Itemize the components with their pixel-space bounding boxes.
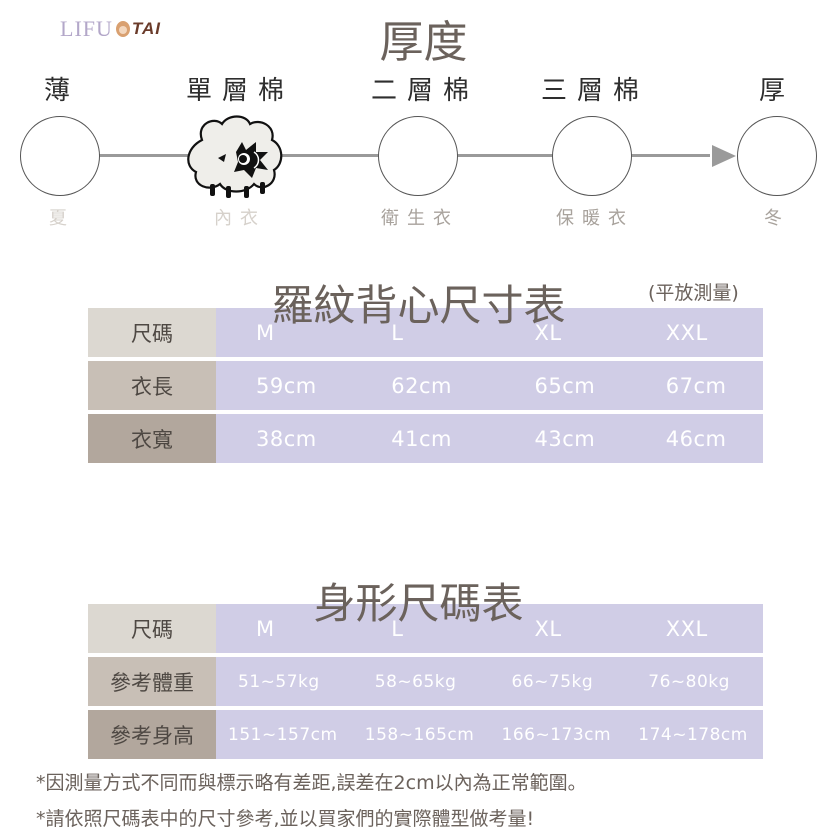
header-cell: XL [534,616,562,641]
row-label: 衣長 [88,361,216,410]
header-cell: L [391,320,404,345]
table-cell: 66~75kg [511,671,594,692]
table-header-row: 尺碼 M L XL XXL [88,308,763,357]
season-label-winter: 冬 [764,208,790,229]
scale-label-double-layer: 二層棉 [370,76,479,106]
table-cell: 174~178cm [638,724,748,745]
measure-flat-note: (平放測量) [648,282,739,304]
table-row: 參考身高 151~157cm 158~165cm 166~173cm 174~1… [88,710,763,759]
season-label-thermal-top: 衛生衣 [381,208,459,229]
table-cell: 158~165cm [364,724,475,745]
table-cell: 65cm [534,373,596,398]
header-label: 尺碼 [88,308,216,357]
table-cell: 58~65kg [374,671,457,692]
scale-label-single-layer: 單層棉 [185,76,294,106]
table-row: 衣寬 38cm 41cm 43cm 46cm [88,414,763,463]
sheep-icon [187,115,283,198]
header-cell: XL [534,320,562,345]
season-label-warm-top: 保暖衣 [556,208,634,229]
table-header-row: 尺碼 M L XL XXL [88,604,763,653]
mascot-face-icon [115,21,130,37]
header-cell: M [256,320,275,345]
table-cell: 67cm [665,373,727,398]
season-label-underwear: 內衣 [214,208,266,229]
brand-logo: LIFU TAI [60,16,161,42]
season-label-summer: 夏 [49,208,75,229]
table-cell: 62cm [391,373,452,398]
header-cell: XXL [665,320,708,345]
garment-table-title: 羅紋背心尺寸表 [271,281,566,330]
header-cell: M [256,616,275,641]
row-label: 衣寬 [88,414,216,463]
scale-marker-double-layer [378,116,458,196]
scale-marker-thick [737,116,817,196]
scale-marker-triple-layer [552,116,632,196]
scale-marker-thin [20,116,100,196]
table-cell: 41cm [391,426,452,451]
header-cell: XXL [665,616,708,641]
table-cell: 151~157cm [228,724,338,745]
body-size-table: 尺碼 M L XL XXL 參考體重 51~57kg 58~65kg 66~75… [88,604,763,763]
table-cell: 43cm [534,426,596,451]
scale-label-thin: 薄 [43,76,80,106]
table-cell: 46cm [665,426,727,451]
header-label: 尺碼 [88,604,216,653]
scale-label-triple-layer: 三層棉 [540,76,649,106]
table-row: 衣長 59cm 62cm 65cm 67cm [88,361,763,410]
body-table-title: 身形尺碼表 [313,579,524,628]
arrow-right-icon [712,145,736,167]
logo-text-tai: TAI [131,19,162,38]
thickness-title: 厚度 [379,17,468,68]
garment-size-table: 尺碼 M L XL XXL 衣長 59cm 62cm 65cm 67cm 衣寬 … [88,308,763,467]
logo-text-lifu: LIFU [60,16,113,41]
table-cell: 59cm [256,373,317,398]
scale-label-thick: 厚 [758,76,795,106]
table-cell: 51~57kg [238,671,320,692]
row-label: 參考體重 [88,657,216,706]
table-cell: 76~80kg [648,671,730,692]
footer-note-reference: *請依照尺碼表中的尺寸參考,並以買家們的實際體型做考量! [36,808,535,830]
table-cell: 38cm [256,426,317,451]
header-cell: L [391,616,404,641]
table-row: 參考體重 51~57kg 58~65kg 66~75kg 76~80kg [88,657,763,706]
table-cell: 166~173cm [501,724,612,745]
row-label: 參考身高 [88,710,216,759]
footer-note-tolerance: *因測量方式不同而與標示略有差距,誤差在2cm以內為正常範圍。 [36,772,587,794]
